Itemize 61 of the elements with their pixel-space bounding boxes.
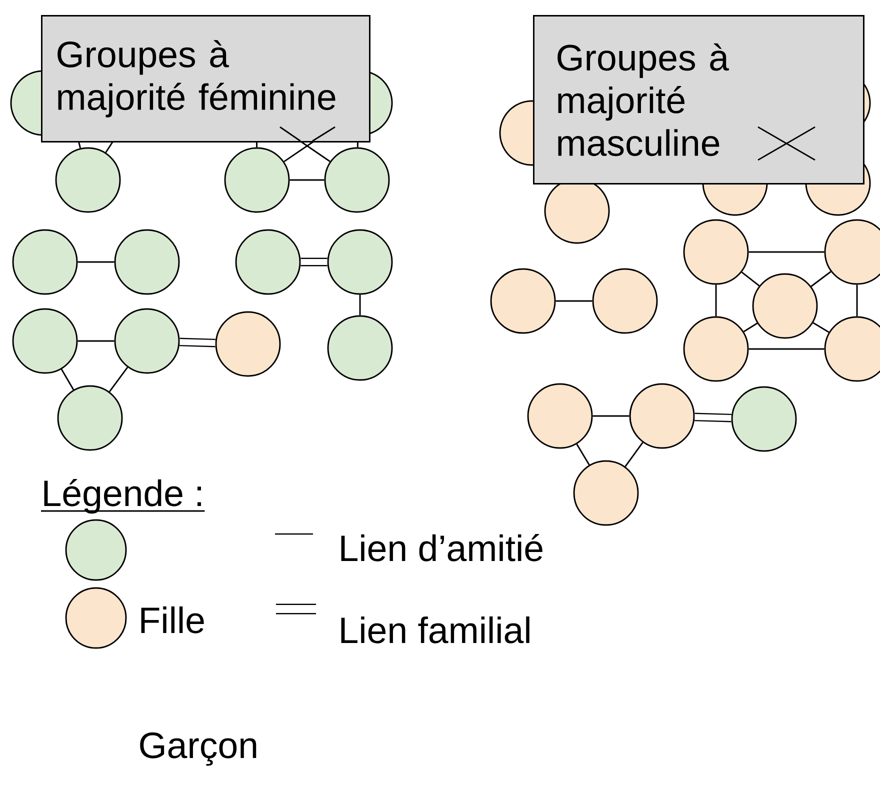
circle-node (224, 147, 290, 213)
circle-node (10, 70, 42, 136)
link-line (256, 142, 258, 148)
circle-node (629, 383, 695, 449)
circle-node (683, 219, 749, 285)
link-line (300, 258, 328, 266)
link-line (592, 415, 630, 417)
link-line (715, 284, 717, 316)
circle-node (215, 311, 281, 377)
link-line (300, 141, 330, 162)
link-line (748, 348, 824, 350)
circle-node (12, 229, 78, 295)
circle-node (824, 316, 880, 382)
circle-node (824, 219, 880, 285)
link-line (78, 142, 82, 148)
group-label-box: Groupes à majorité masculine (533, 15, 864, 184)
link-line (856, 284, 858, 316)
circle-node (573, 460, 639, 526)
link-line (284, 141, 314, 162)
link-line (556, 300, 592, 302)
circle-node (327, 229, 393, 295)
circle-node (592, 268, 658, 334)
circle-node (114, 308, 180, 374)
circle-node (499, 100, 534, 166)
link-line (290, 179, 324, 181)
link-line (694, 412, 732, 422)
link-line (576, 444, 590, 466)
group-label-box: Groupes à majorité féminine (41, 15, 370, 142)
link-line (748, 251, 824, 253)
circle-node (57, 385, 123, 451)
circle-node (731, 386, 797, 452)
circle-node (527, 383, 593, 449)
circle-node (324, 147, 390, 213)
circle-node (327, 315, 393, 381)
legend-heading: Légende : (44, 479, 201, 514)
link-line (812, 322, 830, 333)
circle-node (12, 308, 78, 374)
circle-node (702, 182, 768, 216)
circle-node (55, 147, 121, 213)
link-line (105, 141, 114, 153)
link-line (359, 294, 361, 316)
legend-text: Lien familial (341, 616, 530, 644)
link-line (741, 272, 760, 286)
legend-text: Fille (141, 606, 204, 634)
link-line (108, 366, 128, 392)
link-line (60, 368, 74, 390)
circle-node (114, 229, 180, 295)
circle-node (490, 268, 556, 334)
link-line (810, 271, 832, 287)
circle-node (683, 316, 749, 382)
legend-text: Garçon (140, 732, 256, 766)
link-line (78, 261, 114, 263)
link-line (743, 322, 758, 332)
circle-node (544, 182, 610, 244)
circle-node (752, 273, 818, 339)
link-line (356, 142, 358, 148)
legend-text: Lien d’amitié (341, 534, 542, 562)
link-line (78, 340, 114, 342)
link-line (624, 442, 644, 467)
circle-node (235, 229, 301, 295)
link-line (180, 338, 216, 348)
